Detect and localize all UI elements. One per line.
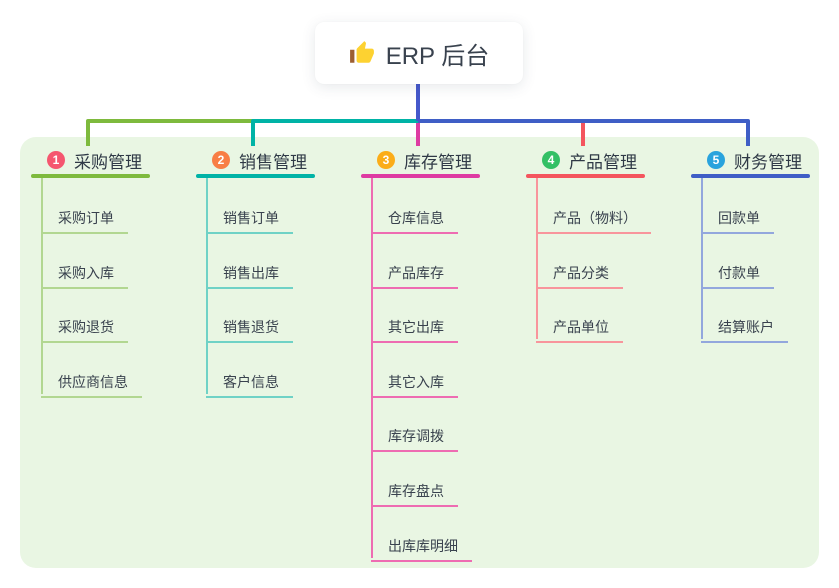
branch-connector-line bbox=[41, 178, 43, 394]
mindmap-node-item[interactable]: 其它入库 bbox=[371, 368, 458, 398]
branch-label: 产品管理 bbox=[569, 152, 637, 172]
mindmap-node-item[interactable]: 产品库存 bbox=[371, 259, 458, 289]
branch-underline bbox=[196, 174, 315, 178]
branch-underline bbox=[526, 174, 645, 178]
branch-connector-line bbox=[371, 178, 373, 558]
mindmap-node-item[interactable]: 付款单 bbox=[701, 259, 774, 289]
mindmap-node-item[interactable]: 销售订单 bbox=[206, 204, 293, 234]
branch-badge: 1 bbox=[47, 151, 65, 169]
branch-connector-line bbox=[536, 178, 538, 339]
branch-title-2[interactable]: 2 销售管理 bbox=[196, 146, 307, 174]
mindmap-node-item[interactable]: 回款单 bbox=[701, 204, 774, 234]
branch-underline bbox=[31, 174, 150, 178]
branch-connector-line bbox=[206, 178, 208, 394]
mindmap-node-item[interactable]: 销售出库 bbox=[206, 259, 293, 289]
thumbs-up-icon bbox=[349, 40, 375, 66]
branch-badge: 5 bbox=[707, 151, 725, 169]
mindmap-node-item[interactable]: 供应商信息 bbox=[41, 368, 142, 398]
branch-title-1[interactable]: 1 采购管理 bbox=[31, 146, 142, 174]
branch-label: 采购管理 bbox=[74, 152, 142, 172]
root-title: ERP 后台 bbox=[385, 42, 490, 70]
mindmap-node-item[interactable]: 采购入库 bbox=[41, 259, 128, 289]
mindmap-node-item[interactable]: 出库库明细 bbox=[371, 532, 472, 562]
branch-title-5[interactable]: 5 财务管理 bbox=[691, 146, 802, 174]
mindmap-node-item[interactable]: 采购订单 bbox=[41, 204, 128, 234]
mindmap-node-item[interactable]: 销售退货 bbox=[206, 313, 293, 343]
branch-underline bbox=[361, 174, 480, 178]
branch-label: 销售管理 bbox=[239, 152, 307, 172]
mindmap-node-item[interactable]: 客户信息 bbox=[206, 368, 293, 398]
mindmap-node-item[interactable]: 其它出库 bbox=[371, 313, 458, 343]
mindmap-node-item[interactable]: 库存调拨 bbox=[371, 422, 458, 452]
root-node[interactable]: ERP 后台 bbox=[315, 22, 523, 84]
mindmap-node-item[interactable]: 库存盘点 bbox=[371, 477, 458, 507]
branch-title-3[interactable]: 3 库存管理 bbox=[361, 146, 472, 174]
mindmap-node-item[interactable]: 产品分类 bbox=[536, 259, 623, 289]
branch-badge: 3 bbox=[377, 151, 395, 169]
branches-panel bbox=[20, 137, 819, 568]
branch-badge: 4 bbox=[542, 151, 560, 169]
mindmap-node-item[interactable]: 采购退货 bbox=[41, 313, 128, 343]
branch-connector-line bbox=[701, 178, 703, 339]
branch-title-4[interactable]: 4 产品管理 bbox=[526, 146, 637, 174]
mindmap-node-item[interactable]: 产品（物料） bbox=[536, 204, 651, 234]
branch-label: 库存管理 bbox=[404, 152, 472, 172]
mindmap-node-item[interactable]: 仓库信息 bbox=[371, 204, 458, 234]
mindmap-node-item[interactable]: 产品单位 bbox=[536, 313, 623, 343]
branch-label: 财务管理 bbox=[734, 152, 802, 172]
branch-underline bbox=[691, 174, 810, 178]
mindmap-node-item[interactable]: 结算账户 bbox=[701, 313, 788, 343]
branch-badge: 2 bbox=[212, 151, 230, 169]
